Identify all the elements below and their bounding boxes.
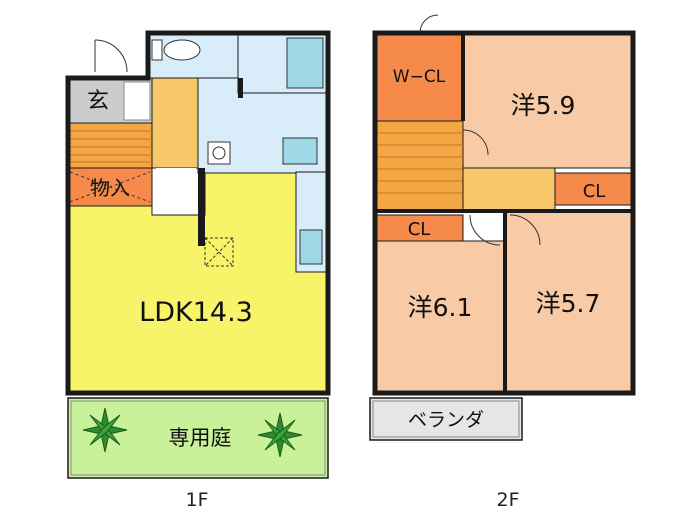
- plant-icon-left: [82, 407, 128, 453]
- room-c-label: 洋5.7: [536, 289, 601, 318]
- room-b-label: 洋6.1: [408, 293, 473, 322]
- bathtub-fixture: [286, 37, 324, 89]
- room-a-label: 洋5.9: [511, 91, 576, 120]
- floor-1: 玄 物入 LDK14.3 専用庭 1F: [65, 30, 331, 511]
- floor-2: W−CL 洋5.9 CL CL 洋6.1 洋5.7 ベランダ 2F: [369, 14, 636, 511]
- storage-label: 物入: [90, 176, 130, 200]
- walls-2f: [372, 30, 636, 396]
- room-c: [504, 210, 634, 394]
- balcony-label: ベランダ: [408, 409, 484, 431]
- entrance-step: [123, 81, 151, 121]
- ldk-dashed-square: [204, 237, 234, 267]
- garden-label: 専用庭: [169, 426, 232, 450]
- sink-fixture: [299, 229, 323, 265]
- wet-area-divider: [238, 78, 243, 98]
- ldk-inner-wall: [198, 168, 205, 246]
- corridor-door-gap: [156, 168, 196, 180]
- door-arc-room-a: [462, 129, 489, 156]
- ldk-dashed-diag-2: [204, 237, 234, 267]
- entrance-door-arc: [94, 39, 128, 73]
- stairs-1f: [67, 122, 153, 169]
- walk-in-closet: [374, 32, 464, 122]
- toilet-bowl: [163, 39, 201, 61]
- corridor-2f: [462, 167, 556, 212]
- top-door-arc-2f: [419, 14, 439, 34]
- entrance-label: 玄: [87, 89, 109, 114]
- room-b: [374, 240, 506, 394]
- stair-treads-2f: [375, 132, 463, 194]
- ldk-dashed-diag-1: [204, 237, 234, 267]
- garden-inner: [70, 400, 326, 476]
- closet-right-label: CL: [583, 181, 606, 202]
- storage-dash-line: [69, 171, 151, 203]
- toilet-tank: [151, 39, 163, 61]
- walls-1f: [65, 30, 331, 396]
- door-arc-room-b: [469, 214, 501, 246]
- door-arc-room-c: [509, 214, 541, 246]
- floor-2-label: 2F: [496, 489, 519, 511]
- balcony: [369, 397, 523, 441]
- plant-icon-right: [257, 412, 303, 458]
- ldk-label: LDK14.3: [139, 297, 253, 328]
- room-a: [462, 32, 634, 169]
- stairs-2f: [374, 120, 464, 212]
- walk-in-closet-label: W−CL: [393, 67, 446, 87]
- washer-drum: [212, 146, 226, 160]
- closet-left-label: CL: [408, 219, 431, 240]
- washbasin-fixture: [282, 137, 318, 165]
- stair-treads-1f: [68, 130, 152, 163]
- floor-1-label: 1F: [185, 489, 208, 511]
- balcony-inner: [372, 400, 520, 438]
- closet-left: [374, 214, 464, 242]
- corridor: [151, 77, 199, 169]
- closet-right: [554, 172, 634, 206]
